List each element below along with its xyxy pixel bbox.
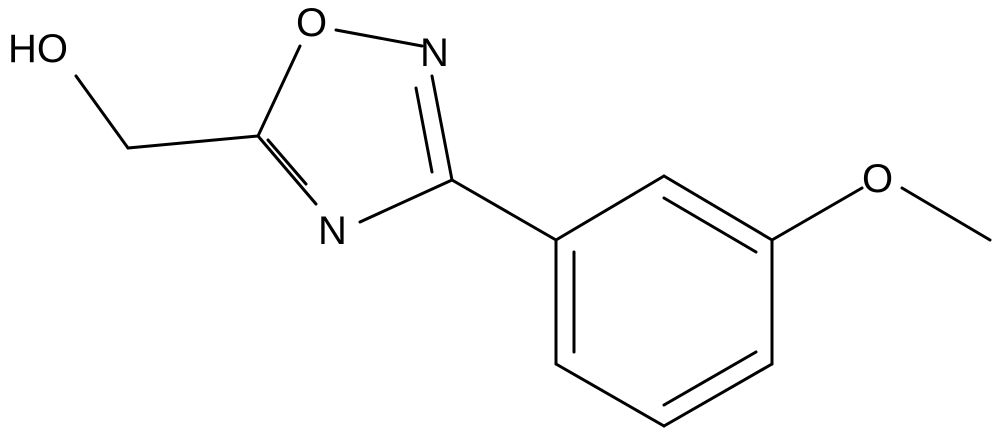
bond-c1-c2 <box>554 174 666 242</box>
bond-n4-c5-inner <box>266 138 308 186</box>
bond-c2-c3-inner <box>662 196 758 254</box>
bond-c2-c3 <box>662 174 774 242</box>
bond-o-ch2 <box>74 74 130 150</box>
bond-n2-c3 <box>430 74 454 182</box>
bond-n2-c3-inner <box>414 86 434 174</box>
ring-nitrogen-4-label: N <box>318 209 347 253</box>
bond-n4-c5 <box>256 134 318 206</box>
bond-o-ch3 <box>900 186 992 242</box>
bond-c5-o1 <box>256 44 302 138</box>
ring-oxygen-label: O <box>296 1 327 45</box>
bond-c4-c5-inner <box>662 350 758 407</box>
hydroxyl-label: HO <box>8 27 68 71</box>
bond-c3-phenyl <box>450 178 558 242</box>
bond-o1-n2 <box>334 28 424 48</box>
bond-ch2-c5 <box>126 134 260 150</box>
bond-c5-c6 <box>554 362 666 428</box>
bond-c3-n4 <box>358 178 454 224</box>
bond-c4-c5 <box>662 362 774 428</box>
methoxy-oxygen-label: O <box>862 157 893 201</box>
bond-c3-ome <box>770 186 864 242</box>
ring-nitrogen-2-label: N <box>420 31 449 75</box>
